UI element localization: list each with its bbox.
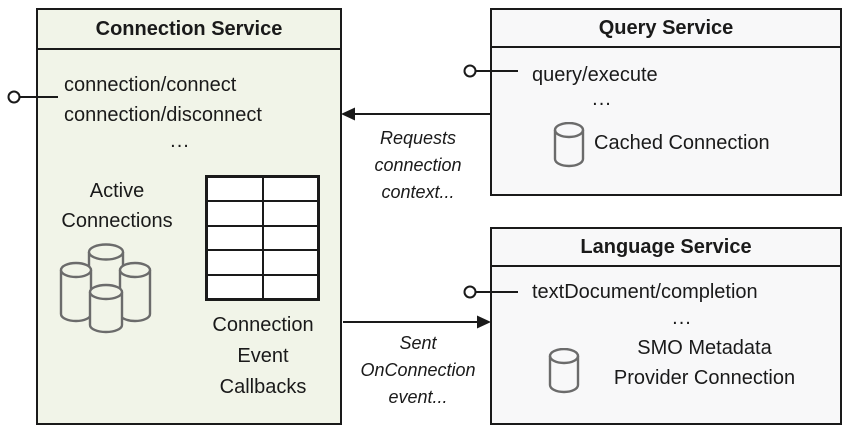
database-cylinder-icon	[553, 122, 585, 168]
method-query-execute: query/execute	[532, 64, 658, 86]
label-line: event...	[388, 387, 448, 407]
label-line: context...	[381, 182, 455, 202]
sent-onconnection-event-label: Sent OnConnection event...	[343, 330, 493, 411]
method-textdocument-completion: textDocument/completion	[532, 281, 758, 303]
label-line: Connection	[212, 314, 314, 336]
label-line: Sent	[399, 333, 437, 353]
label-line: Requests	[379, 128, 457, 148]
table-cell	[262, 201, 318, 226]
methods-ellipsis: ...	[592, 88, 612, 110]
method-connection-connect: connection/connect	[64, 74, 237, 96]
language-service-box: Language Service textDocument/completion…	[490, 227, 842, 425]
label-line: Callbacks	[219, 376, 307, 398]
callback-table	[205, 175, 320, 301]
connection-event-callbacks-label: Connection Event Callbacks	[168, 310, 358, 403]
methods-ellipsis: ...	[672, 307, 692, 329]
table-cell	[262, 225, 318, 251]
language-service-title: Language Service	[492, 229, 840, 267]
active-connections-label: Active Connections	[42, 176, 192, 236]
smo-metadata-provider-connection-label: SMO Metadata Provider Connection	[587, 333, 822, 393]
requests-connection-context-label: Requests connection context...	[343, 125, 493, 206]
table-cell	[207, 201, 263, 226]
label-line: Active	[89, 180, 145, 202]
table-cell	[262, 177, 318, 202]
table-cell	[262, 250, 318, 275]
table-cell	[207, 274, 263, 299]
label-line: connection	[374, 155, 462, 175]
table-cell	[262, 274, 318, 299]
table-cell	[207, 250, 263, 275]
label-line: Event	[237, 345, 289, 367]
requests-arrow	[341, 107, 490, 121]
method-connection-disconnect: connection/disconnect	[64, 104, 262, 126]
connection-service-title: Connection Service	[38, 10, 340, 50]
table-cell	[207, 225, 263, 251]
database-cylinder-icon	[548, 348, 580, 394]
label-line: OnConnection	[360, 360, 476, 380]
label-line: Provider Connection	[613, 367, 796, 389]
sent-arrow	[343, 315, 491, 329]
query-service-title: Query Service	[492, 10, 840, 48]
cached-connection-label: Cached Connection	[594, 132, 770, 154]
methods-ellipsis: ...	[170, 130, 190, 152]
table-cell	[207, 177, 263, 202]
database-cluster-icon	[59, 243, 152, 334]
label-line: SMO Metadata	[637, 337, 772, 359]
connection-service-box: Connection Service connection/connect co…	[36, 8, 342, 425]
query-service-box: Query Service query/execute ... Cached C…	[490, 8, 842, 196]
label-line: Connections	[61, 210, 173, 232]
